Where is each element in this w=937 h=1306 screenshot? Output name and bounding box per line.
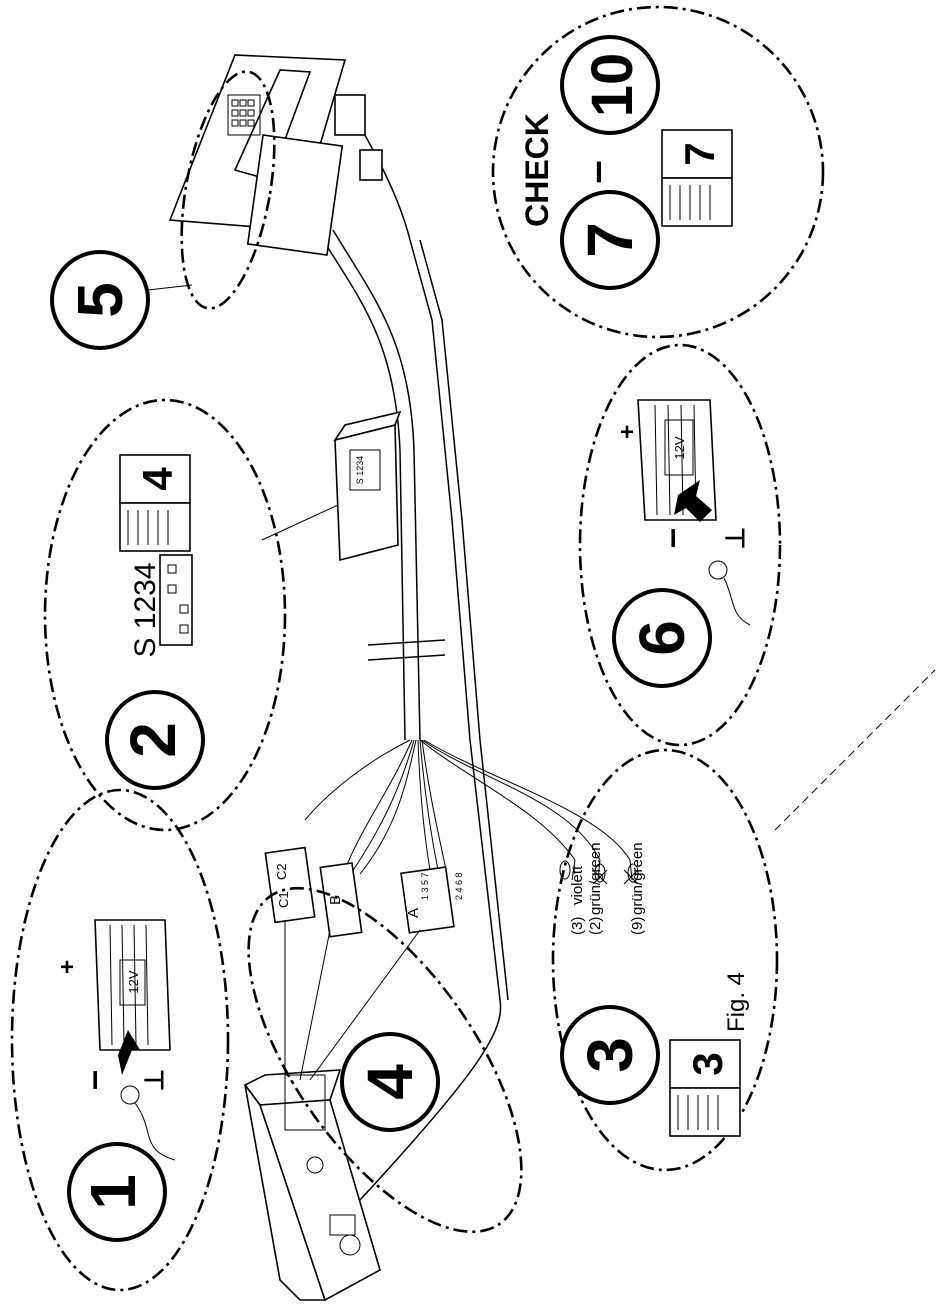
- connector-c2-label: C2: [274, 863, 289, 880]
- wire-3-pin: (3): [569, 917, 586, 935]
- step-3-outline: [551, 748, 779, 1172]
- battery-minus-label: –: [72, 1070, 113, 1090]
- battery-plus-label: +: [60, 954, 74, 981]
- dip-switch-label: S 1234: [129, 562, 162, 657]
- manual-book-icon: 3: [669, 1039, 741, 1137]
- battery-plus-label: +: [620, 419, 634, 446]
- connector-c1-label: C1: [276, 891, 291, 908]
- manual-book-icon: 4: [119, 454, 191, 552]
- ground-symbol: ⊥: [720, 527, 750, 550]
- step-5-group: 5: [50, 70, 276, 350]
- step-5-number: 5: [64, 282, 136, 318]
- step-2-number: 2: [117, 722, 189, 758]
- ground-symbol: ⊥: [139, 1069, 169, 1092]
- wire-3-name: violett: [569, 865, 586, 905]
- step-1-outline: [10, 788, 230, 1292]
- manual-book-icon: 7: [661, 129, 733, 227]
- connector-a-label: A: [405, 908, 422, 918]
- step-5-badge: [50, 250, 150, 350]
- check-start-number: 7: [574, 222, 646, 258]
- step-3-number: 3: [574, 1037, 646, 1073]
- step-2-badge: [105, 690, 205, 790]
- step-4-number: 4: [354, 1064, 426, 1100]
- step-4-badge: [340, 1032, 440, 1132]
- cable-harness: [304, 99, 631, 1201]
- step-1-badge: [67, 1142, 167, 1242]
- check-group: CHECK 7 – 10 7: [491, 5, 825, 339]
- ring-terminal-icon: [120, 1085, 140, 1105]
- connector-pins-bottom: 2 4 6 8: [454, 872, 464, 900]
- step-2-group: 2 S 1234 4: [43, 398, 339, 832]
- harness-connectors: C1 C2 B A 1 3 5 7 2 4 6 8: [264, 846, 464, 1085]
- step-4-outline: [247, 886, 523, 1234]
- radio-unit: [243, 1069, 381, 1302]
- vehicle-connector: [168, 54, 383, 256]
- arrow-icon: [674, 480, 712, 522]
- step-5-outline: [180, 70, 276, 310]
- battery-voltage-label: 12V: [126, 970, 141, 993]
- step-6-number: 6: [626, 620, 698, 656]
- step-1-number: 1: [77, 1174, 149, 1210]
- step-4-group: 4: [247, 886, 523, 1234]
- battery-minus-label: –: [650, 528, 691, 548]
- check-start-badge: [560, 190, 660, 290]
- step-1-group: 1 12V + – ⊥: [10, 788, 230, 1292]
- step-2-outline: [43, 398, 287, 832]
- step-6-group: 6 12V + – ⊥: [578, 343, 782, 747]
- connector-pins-top: 1 3 5 7: [420, 872, 430, 900]
- step-3-group: 3 (3) violett (2) grün/green (9) grün/gr…: [551, 669, 936, 1172]
- interface-module: S 1234: [333, 410, 402, 562]
- step-6-outline: [578, 343, 782, 747]
- battery-voltage-label: 12V: [672, 436, 687, 459]
- manual-page-number: 3: [684, 1052, 731, 1075]
- module-switch-text: S 1234: [355, 456, 365, 485]
- wire-ends-icon: [559, 859, 639, 885]
- check-label: CHECK: [519, 113, 555, 227]
- wire-2-pin: (2): [587, 917, 604, 935]
- step-6-badge: [612, 588, 712, 688]
- step-3-badge: [560, 1005, 660, 1105]
- dip-switch-icon: [159, 554, 193, 646]
- manual-page-number: 7: [676, 142, 723, 165]
- battery-icon: 12V: [94, 919, 171, 1051]
- arrow-icon: [118, 1030, 140, 1075]
- figure-label: Fig. 4: [723, 972, 750, 1032]
- wire-9-pin: (9): [629, 917, 646, 935]
- ring-terminal-icon: [708, 560, 728, 580]
- manual-page-number: 4: [134, 467, 181, 491]
- check-range-dash: –: [572, 160, 619, 183]
- connector-b-label: B: [327, 895, 344, 905]
- check-end-number: 10: [580, 53, 645, 118]
- check-end-badge: [560, 35, 660, 135]
- wire-9-name: grün/green: [629, 842, 646, 915]
- check-outline: [491, 5, 825, 339]
